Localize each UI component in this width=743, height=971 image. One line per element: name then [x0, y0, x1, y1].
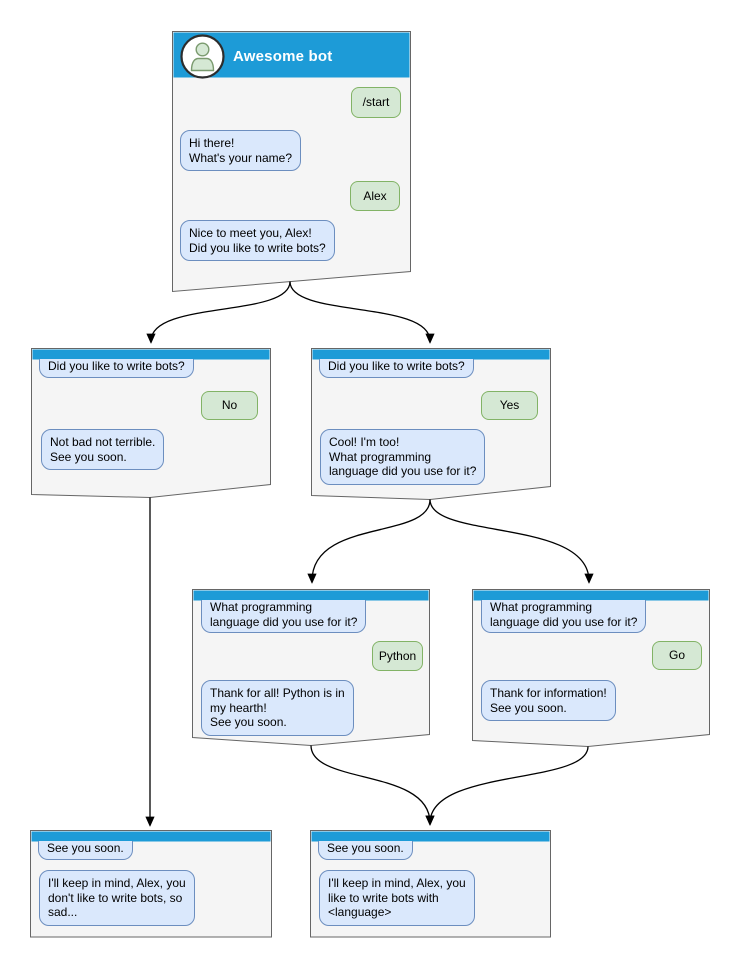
bot-message-bubble: See you soon. [38, 841, 133, 860]
arrow-python-to-goodbye [310, 745, 430, 824]
window-header [312, 349, 550, 360]
arrow-yes-branch-to-go [429, 499, 589, 582]
bot-message-bubble: Thank for information! See you soon. [481, 680, 616, 722]
window-header [311, 831, 550, 842]
bot-message-bubble: Thank for all! Python is in my hearth! S… [201, 680, 354, 736]
bot-avatar [180, 34, 225, 79]
user-message-bubble: No [201, 391, 258, 420]
window-header [473, 590, 709, 601]
bot-message-bubble: I'll keep in mind, Alex, you don't like … [39, 870, 195, 926]
bot-message-bubble: Nice to meet you, Alex! Did you like to … [180, 220, 335, 262]
bot-message-bubble: I'll keep in mind, Alex, you like to wri… [319, 870, 475, 926]
arrow-root-to-no-branch [151, 281, 291, 342]
user-message-bubble: Python [372, 641, 423, 671]
arrow-root-to-yes-branch [289, 281, 430, 342]
bot-message-bubble: Cool! I'm too! What programming language… [320, 429, 486, 485]
bot-message-bubble: What programming language did you use fo… [201, 600, 367, 634]
user-message-bubble: Alex [350, 181, 400, 211]
arrow-yes-branch-to-python [312, 499, 431, 582]
bot-message-bubble: Not bad not terrible. See you soon. [41, 429, 165, 471]
user-message-bubble: /start [351, 87, 401, 118]
bot-message-bubble: Did you like to write bots? [39, 359, 194, 378]
arrow-go-to-goodbye [430, 746, 589, 824]
bot-message-bubble: See you soon. [318, 841, 413, 860]
user-message-bubble: Yes [481, 391, 538, 420]
user-icon [190, 42, 215, 72]
user-message-bubble: Go [652, 641, 702, 670]
bot-message-bubble: What programming language did you use fo… [481, 600, 647, 634]
bot-message-bubble: Did you like to write bots? [319, 359, 474, 378]
bot-message-bubble: Hi there! What's your name? [180, 130, 302, 172]
window-title: Awesome bot [233, 48, 333, 65]
window-header [193, 590, 429, 601]
window-header [31, 831, 271, 842]
window-header [32, 349, 270, 360]
